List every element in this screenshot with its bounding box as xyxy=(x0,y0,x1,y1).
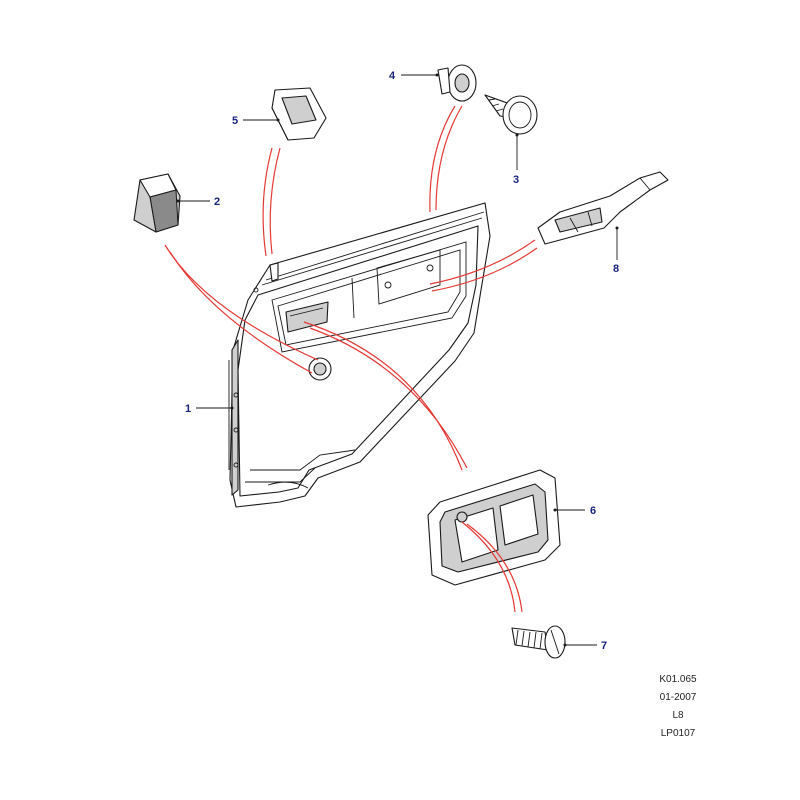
footer-model: L8 xyxy=(672,710,684,721)
footer-code: LP0107 xyxy=(660,728,696,739)
callout-3: 3 xyxy=(513,174,519,186)
trim-clip xyxy=(271,87,327,141)
screw xyxy=(511,625,566,659)
pull-handle xyxy=(537,171,669,245)
guide-lines xyxy=(164,105,538,613)
leader-lines xyxy=(176,73,619,647)
footer-date: 01-2007 xyxy=(659,692,697,703)
grommet xyxy=(437,64,477,102)
callout-5: 5 xyxy=(232,115,238,127)
push-rivet xyxy=(484,94,538,135)
footer-ref: K01.065 xyxy=(659,674,697,685)
callout-8: 8 xyxy=(613,263,619,275)
callout-4: 4 xyxy=(389,70,396,82)
callout-7: 7 xyxy=(601,640,607,652)
callout-6: 6 xyxy=(590,505,596,517)
callout-1: 1 xyxy=(185,403,191,415)
handle-bezel xyxy=(427,469,561,586)
callout-2: 2 xyxy=(214,196,220,208)
retaining-block xyxy=(133,173,181,233)
door-trim-panel xyxy=(228,202,491,508)
